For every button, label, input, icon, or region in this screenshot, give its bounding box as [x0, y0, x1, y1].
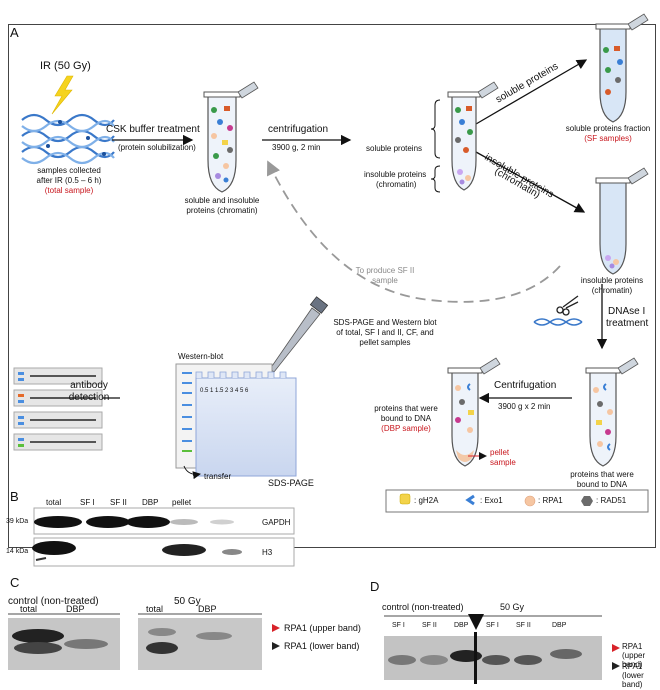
pellet-caption-1: pellet [490, 448, 510, 457]
centrifugation-sub: 3900 g, 2 min [272, 143, 321, 152]
d-band-lower: RPA1 (lower band) [622, 662, 644, 690]
centrifugation-label: centrifugation [268, 124, 329, 135]
b-col-pellet: pellet [172, 498, 192, 507]
panel-c-blots [8, 618, 280, 670]
dnase-label-1: DNAse I [608, 306, 646, 317]
antibody-label-1: antibody [70, 380, 108, 391]
panel-b-blots [32, 507, 295, 567]
d-lane-5: SF II [516, 622, 531, 629]
b-protein-1: GAPDH [262, 518, 291, 527]
b-col-sf1: SF I [80, 498, 95, 507]
panel-label-c: C [10, 575, 20, 590]
sf2-note-2: sample [372, 276, 398, 285]
sds-caption-2: of total, SF I and II, CF, and [336, 328, 434, 337]
b-col-total: total [46, 498, 62, 507]
c-group-1: control (non-treated) [8, 596, 99, 607]
antibody-label-2: detection [68, 392, 110, 403]
insoluble-caption-2: (chromatin) [591, 286, 633, 295]
csk-sub: (protein solubilization) [118, 143, 196, 152]
d-band-upper: RPA1 (upper band) [622, 642, 646, 670]
centrifugation2-sub: 3900 g x 2 min [498, 402, 551, 411]
b-col-sf2: SF II [110, 498, 127, 507]
d-lane-4: SF I [486, 622, 499, 629]
legend-rpa1: : RPA1 [538, 496, 563, 505]
transfer-label: transfer [204, 472, 232, 481]
legend-exo1: : Exo1 [480, 496, 503, 505]
bracket-insoluble-1: insoluble proteins [364, 170, 427, 179]
legend-gh2a: : gH2A [414, 496, 439, 505]
tube-dbp-icon [447, 357, 501, 467]
ir-caption-2: after IR (0.5 – 6 h) [36, 176, 102, 185]
mixed-caption-2: proteins (chromatin) [186, 206, 258, 215]
sds-caption-1: SDS-PAGE and Western blot [333, 318, 437, 327]
panel-label-b: B [10, 489, 19, 504]
c-group-2: 50 Gy [174, 596, 201, 607]
ir-caption-3: (total sample) [44, 186, 94, 195]
b-kda-2: 14 kDa [6, 548, 29, 555]
mixed-caption-1: soluble and insoluble [184, 196, 260, 205]
b-protein-2: H3 [262, 548, 273, 557]
ir-caption-1: samples collected [37, 166, 101, 175]
c-lane-total-2: total [146, 604, 164, 614]
d-lane-3: DBP [454, 622, 469, 629]
scissors-icon [556, 295, 579, 316]
c-lane-total-1: total [20, 604, 38, 614]
tube-soluble-fraction-icon [595, 13, 649, 123]
bracket-soluble: soluble proteins [366, 144, 423, 153]
dna-icon [533, 318, 583, 326]
panel-d-blots [384, 614, 620, 684]
gel-lane-labels: 0.5 1 1.5 2 3 4 5 6 [200, 388, 249, 394]
sf-samples-caption: (SF samples) [584, 134, 632, 143]
sds-caption-3: pellet samples [359, 338, 411, 347]
c-band-lower: RPA1 (lower band) [284, 641, 360, 651]
d-lane-2: SF II [422, 622, 437, 629]
bracket-insoluble-2: (chromatin) [376, 180, 417, 189]
ir-label: IR (50 Gy) [40, 60, 91, 72]
dbp-caption-3: (DBP sample) [381, 424, 431, 433]
c-lane-dbp-1: DBP [66, 604, 85, 614]
bound-caption-2: bound to DNA [576, 480, 628, 489]
d-lane-6: DBP [552, 622, 567, 629]
d-lane-1: SF I [392, 622, 405, 629]
western-label: Western-blot [178, 352, 224, 361]
c-lane-dbp-2: DBP [198, 604, 217, 614]
chromatin-strands-icon [21, 113, 115, 165]
lightning-icon [51, 75, 74, 115]
d-group-1: control (non-treated) [382, 602, 464, 612]
c-band-upper: RPA1 (upper band) [284, 623, 361, 633]
panel-label-a: A [10, 25, 19, 40]
panel-label-d: D [370, 579, 380, 594]
sf-fraction-caption: soluble proteins fraction [565, 124, 651, 133]
sf2-note-1: To produce SF II [355, 266, 415, 275]
dnase-label-2: treatment [606, 318, 649, 329]
bound-caption-1: proteins that were [570, 470, 634, 479]
centrifugation2-label: Centrifugation [494, 380, 557, 391]
pellet-caption-2: sample [490, 458, 516, 467]
panel-a-b-frame [8, 24, 656, 548]
dbp-caption-1: proteins that were [374, 404, 438, 413]
tube-insoluble-icon [595, 167, 649, 275]
insoluble-caption-1: insoluble proteins [580, 276, 644, 285]
dbp-caption-2: bound to DNA [380, 414, 432, 423]
tube-separated-icon [447, 81, 499, 191]
d-group-2: 50 Gy [500, 602, 525, 612]
b-kda-1: 39 kDa [6, 518, 29, 525]
sdspage-label: SDS-PAGE [268, 478, 314, 488]
legend-rad51: : RAD51 [596, 496, 627, 505]
b-col-dbp: DBP [142, 498, 159, 507]
csk-label: CSK buffer treatment [106, 124, 200, 135]
tube-bound-dna-icon [585, 357, 639, 467]
